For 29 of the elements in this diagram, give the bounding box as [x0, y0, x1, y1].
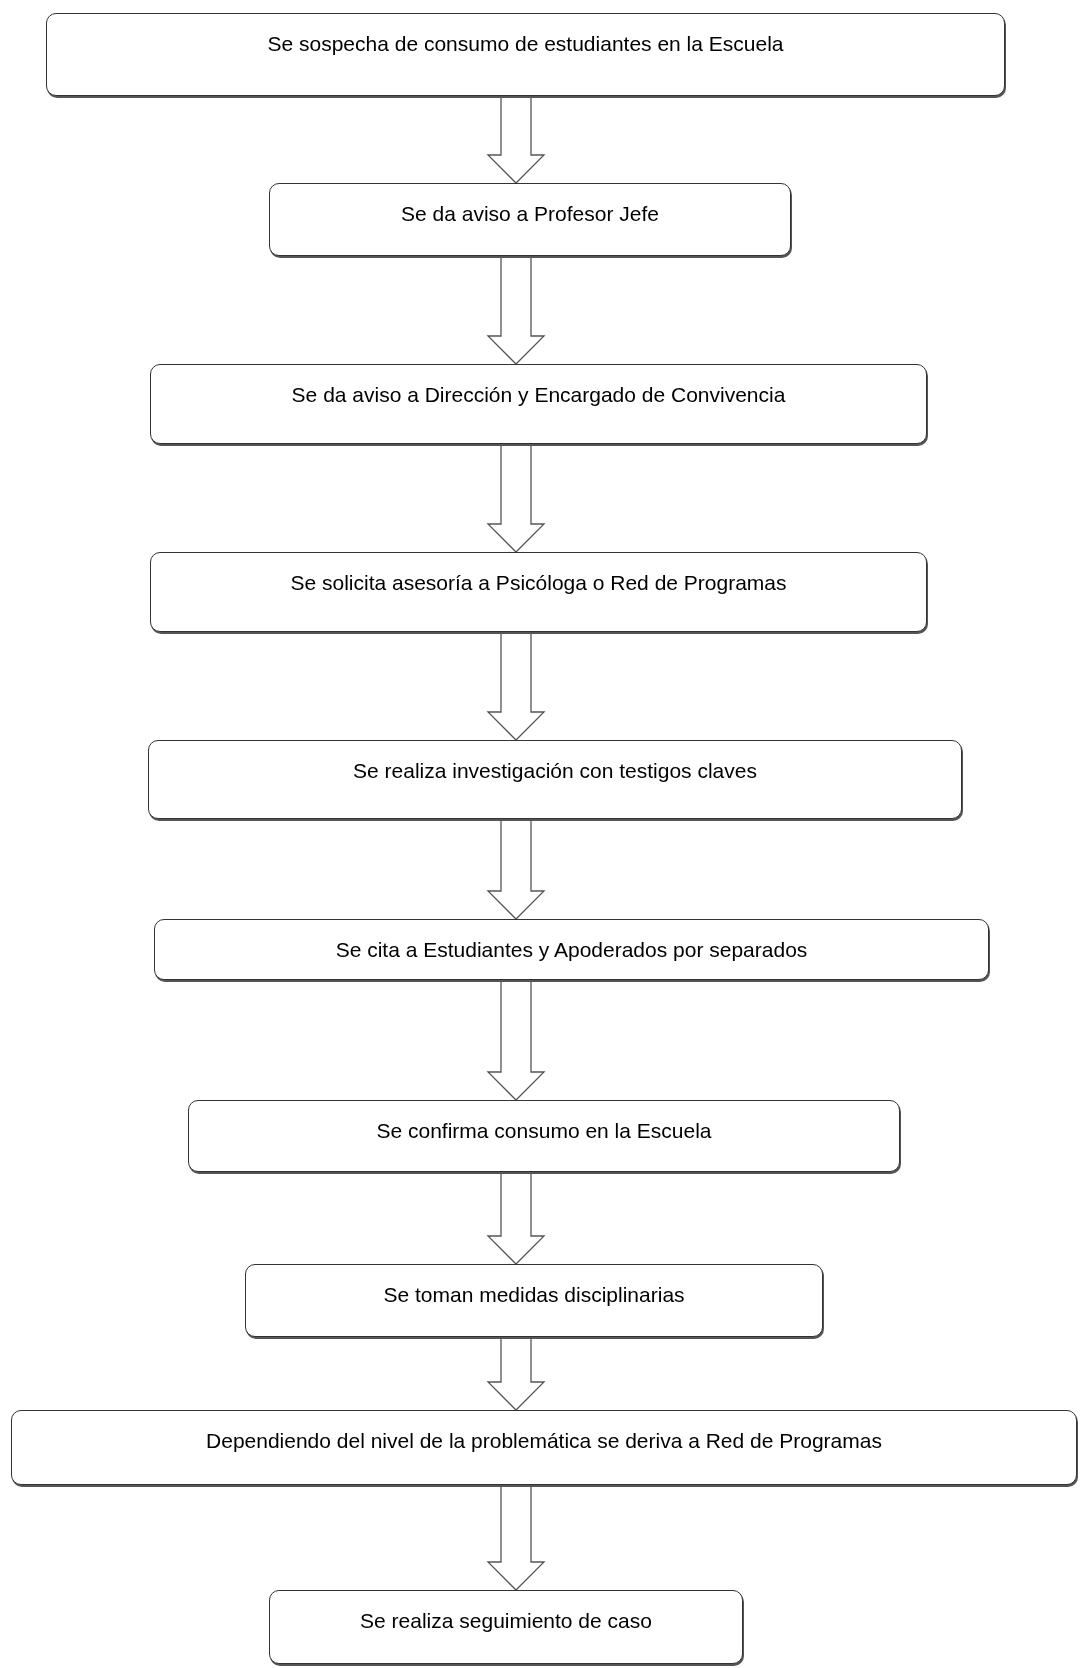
process-box	[269, 183, 791, 256]
step-text: Se realiza seguimiento de caso	[360, 1609, 652, 1633]
block-arrow	[486, 631, 546, 741]
step-text: Se da aviso a Dirección y Encargado de Convivencia	[291, 383, 786, 407]
block-arrow	[486, 255, 546, 365]
block-arrow	[486, 95, 546, 184]
step-text: Se toman medidas disciplinarias	[383, 1283, 685, 1307]
process-box	[11, 1410, 1077, 1485]
block-arrow	[486, 1336, 546, 1411]
block-arrow	[486, 443, 546, 553]
process-box	[46, 13, 1005, 96]
block-arrow	[486, 979, 546, 1101]
block-arrow	[486, 818, 546, 920]
process-box	[154, 919, 989, 980]
step-text: Se confirma consumo en la Escuela	[376, 1119, 712, 1143]
process-box	[150, 552, 927, 632]
step-text: Se da aviso a Profesor Jefe	[401, 202, 659, 226]
step-text: Dependiendo del nivel de la problemática se deriva a Red de Programas	[206, 1429, 882, 1453]
block-arrow	[486, 1171, 546, 1265]
step-text: Se realiza investigación con testigos claves	[353, 759, 757, 783]
process-box	[245, 1264, 823, 1337]
step-text: Se sospecha de consumo de estudiantes en la Escuela	[267, 32, 784, 56]
process-box	[269, 1590, 743, 1664]
step-text: Se cita a Estudiantes y Apoderados por separados	[335, 938, 808, 962]
block-arrow	[486, 1484, 546, 1591]
step-text: Se solicita asesoría a Psicóloga o Red de Programas	[290, 571, 787, 595]
process-box	[150, 364, 927, 444]
process-box	[188, 1100, 900, 1172]
process-box	[148, 740, 962, 819]
